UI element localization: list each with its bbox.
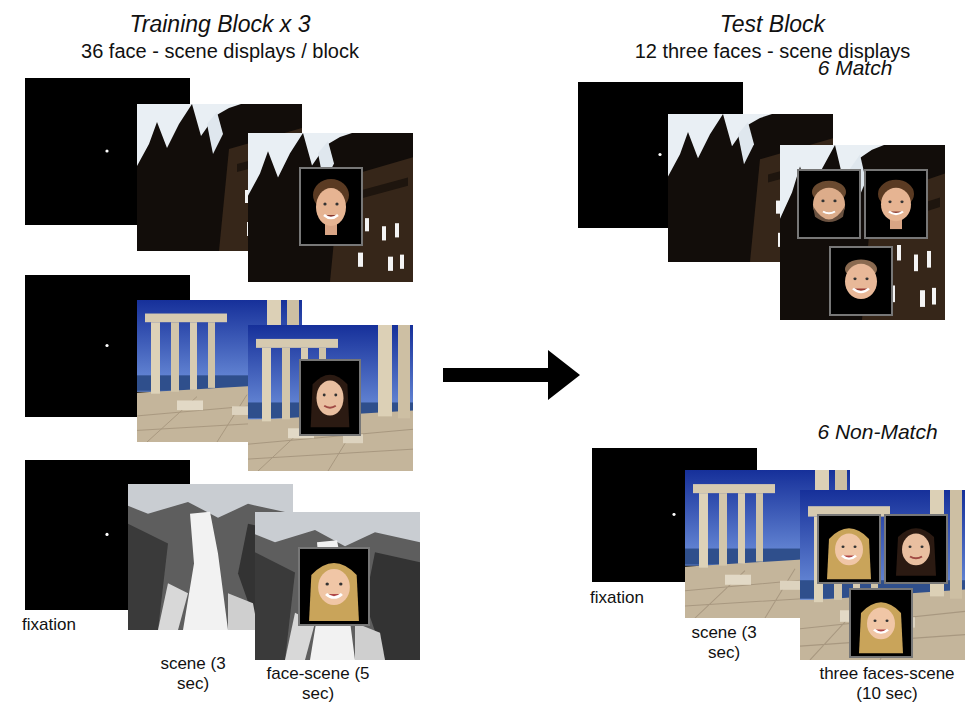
block-heading: Test Block [580,10,965,38]
phase-label: fixation [590,588,690,608]
test-match-trial [578,82,945,320]
block-subheading: 36 face - scene displays / block [0,38,440,64]
training-trial-2 [25,275,413,471]
training-trial-1 [25,78,413,282]
training-trial-3 [25,460,420,660]
phase-label: fixation [22,615,122,635]
phase-label: three faces-scene (10 sec) [806,664,968,704]
block-subheading: 12 three faces - scene displays [580,38,965,64]
phase-label: 6 Match [790,56,920,80]
test-nonmatch-trial [592,448,965,660]
phase-label: scene (3 sec) [683,623,765,663]
phase-label: 6 Non-Match [790,420,965,444]
phase-label: scene (3 sec) [152,654,234,694]
block-heading: Training Block x 3 [0,10,440,38]
phase-label: face-scene (5 sec) [266,664,370,704]
block-arrow [443,350,580,400]
block-panel: Training Block x 336 face - scene displa… [0,4,440,704]
